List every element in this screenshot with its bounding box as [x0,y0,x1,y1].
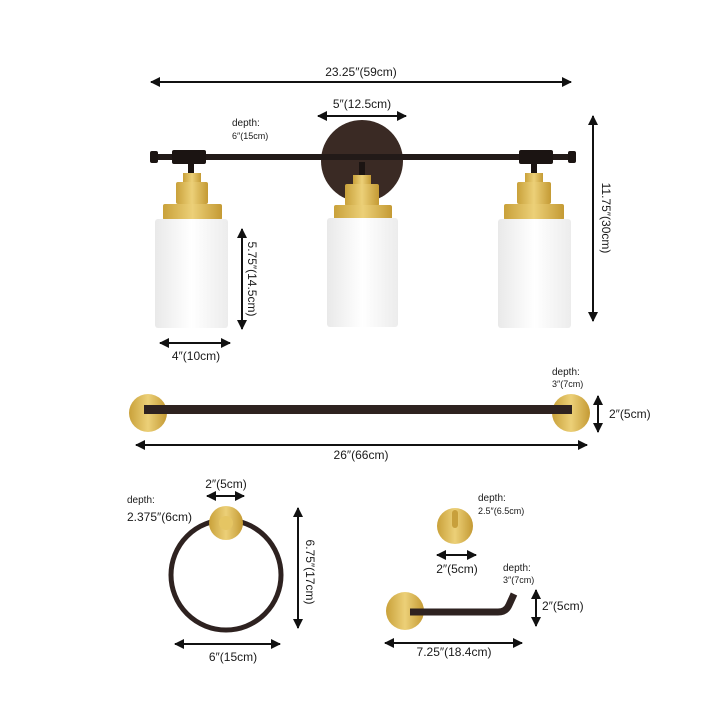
towel-bar-depth-heading: depth: [552,367,580,378]
holder-depth-heading: depth: [503,563,531,574]
ring-depth-heading: depth: [127,495,155,506]
paper-holder-drawing [386,592,518,630]
overall-height-label: 11.75″(30cm) [599,182,613,254]
holder-height-label: 2″(5cm) [542,599,584,613]
ring-depth-value: 2.375″(6cm) [127,510,192,524]
robe-hook-drawing [437,508,473,544]
ring-width-label: 6″(15cm) [208,650,258,664]
dimension-arrows [135,77,603,649]
lamp-right [498,173,571,328]
hook-depth-value: 2.5″(6.5cm) [478,506,525,516]
lamp-left [155,173,228,328]
ring-mount-width-label: 2″(5cm) [205,477,247,491]
glass-shade [155,219,228,328]
towel-bar-height-label: 2″(5cm) [609,407,651,421]
ring-height-label: 6.75″(17cm) [303,539,317,605]
shade-height-label: 5.75″(14.5cm) [245,241,259,317]
towel-bar-depth-value: 3″(7cm) [552,379,584,389]
backplate [321,120,403,202]
vanity-light-drawing [150,120,576,328]
overall-width-label: 23.25″(59cm) [325,65,397,79]
hook-width-label: 2″(5cm) [436,562,478,576]
holder-width-label: 7.25″(18.4cm) [416,645,492,659]
holder-depth-value: 3″(7cm) [503,575,535,585]
light-depth-heading: depth: [232,118,260,129]
light-bar [150,154,576,160]
towel-ring-drawing [168,506,284,633]
backplate-width-label: 5″(12.5cm) [332,97,392,111]
towel-bar-drawing [129,394,590,432]
lamp-center [327,175,398,327]
towel-bar-width-label: 26″(66cm) [333,448,389,462]
light-depth-value: 6″(15cm) [232,131,269,141]
shade-width-label: 4″(10cm) [171,349,221,363]
hook-depth-heading: depth: [478,493,506,504]
glass-shade [498,219,571,328]
glass-shade [327,218,398,327]
